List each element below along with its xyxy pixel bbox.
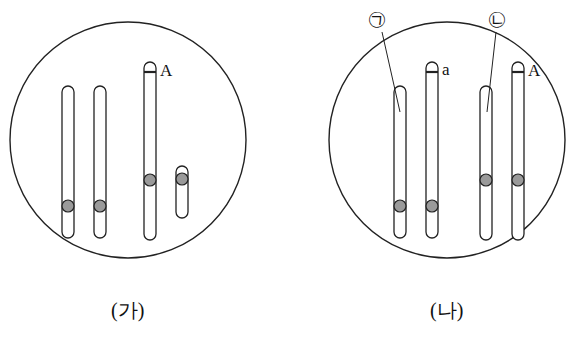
panel-label: (나): [430, 300, 463, 320]
chromosome: [426, 62, 438, 238]
centromere: [176, 173, 188, 185]
gene-band: [426, 71, 438, 73]
chromosome: [394, 86, 406, 238]
chromatid: [94, 86, 106, 238]
centromere: [62, 200, 74, 212]
centromere: [394, 200, 406, 212]
centromere: [94, 200, 106, 212]
allele-label: a: [442, 61, 450, 78]
cell-outline: [10, 22, 246, 258]
chromosome: [176, 166, 188, 218]
gene-band: [144, 71, 156, 73]
chromatid: [480, 86, 492, 240]
chromosome: [512, 62, 524, 240]
chromatid: [426, 62, 438, 238]
chromosome: [94, 86, 106, 238]
centromere: [512, 174, 524, 186]
centromere: [480, 174, 492, 186]
callout-label: ㉡: [488, 10, 506, 28]
chromatid: [394, 86, 406, 238]
allele-label: A: [160, 62, 172, 79]
leader-line: [382, 32, 400, 112]
allele-label: A: [528, 62, 540, 79]
chromatid: [512, 62, 524, 240]
chromatid: [176, 166, 188, 218]
cell-outline: [329, 22, 565, 258]
leader-line: [487, 32, 496, 112]
panel-label: (가): [111, 300, 144, 320]
chromosome: [480, 86, 492, 240]
chromosome: [144, 62, 156, 240]
callout-label: ㉠: [368, 10, 386, 28]
gene-band: [512, 71, 524, 73]
chromatid: [144, 62, 156, 240]
centromere: [426, 200, 438, 212]
chromosome: [62, 86, 74, 238]
centromere: [144, 174, 156, 186]
chromatid: [62, 86, 74, 238]
